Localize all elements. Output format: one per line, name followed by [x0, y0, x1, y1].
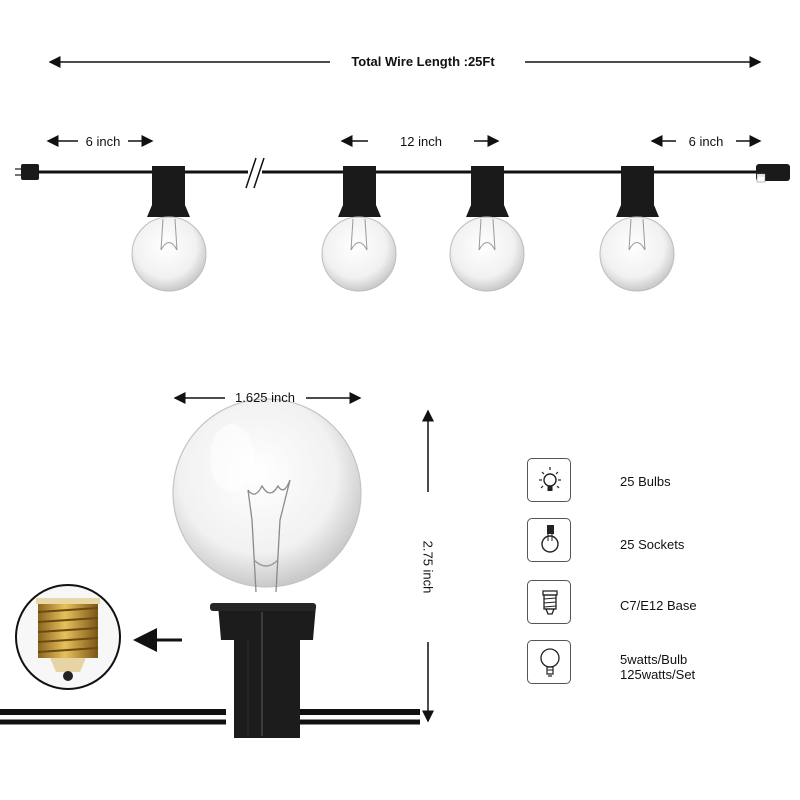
bulb-diameter-label: 1.625 inch — [235, 390, 295, 405]
wattage-bulb-icon — [527, 640, 571, 684]
spec-wattage-per-set: 125watts/Set — [620, 667, 696, 682]
male-plug — [15, 164, 39, 180]
socket-icon — [527, 518, 571, 562]
string-bulb-1 — [131, 166, 207, 292]
end-spacing-left-label: 6 inch — [85, 134, 121, 149]
base-icon — [527, 580, 571, 624]
string-bulb-4 — [599, 166, 675, 292]
end-spacing-right-label: 6 inch — [688, 134, 724, 149]
spec-sockets-text: 25 Sockets — [620, 537, 685, 552]
spec-base-text: C7/E12 Base — [620, 598, 697, 613]
bulb-height-label: 2.75 inch — [420, 540, 436, 594]
spec-wattage-text: 5watts/Bulb 125watts/Set — [620, 652, 695, 682]
total-length-label: Total Wire Length :25Ft — [351, 54, 495, 69]
spec-wattage-per-bulb: 5watts/Bulb — [620, 652, 688, 667]
large-bulb — [0, 398, 420, 738]
spec-bulbs-text: 25 Bulbs — [620, 474, 671, 489]
string-bulb-3 — [449, 166, 525, 292]
base-detail-circle — [15, 584, 121, 690]
wire — [28, 157, 766, 189]
bulb-light-icon — [527, 458, 571, 502]
bulb-spacing-label: 12 inch — [400, 134, 442, 149]
string-bulb-2 — [321, 166, 397, 292]
female-plug — [756, 164, 790, 183]
